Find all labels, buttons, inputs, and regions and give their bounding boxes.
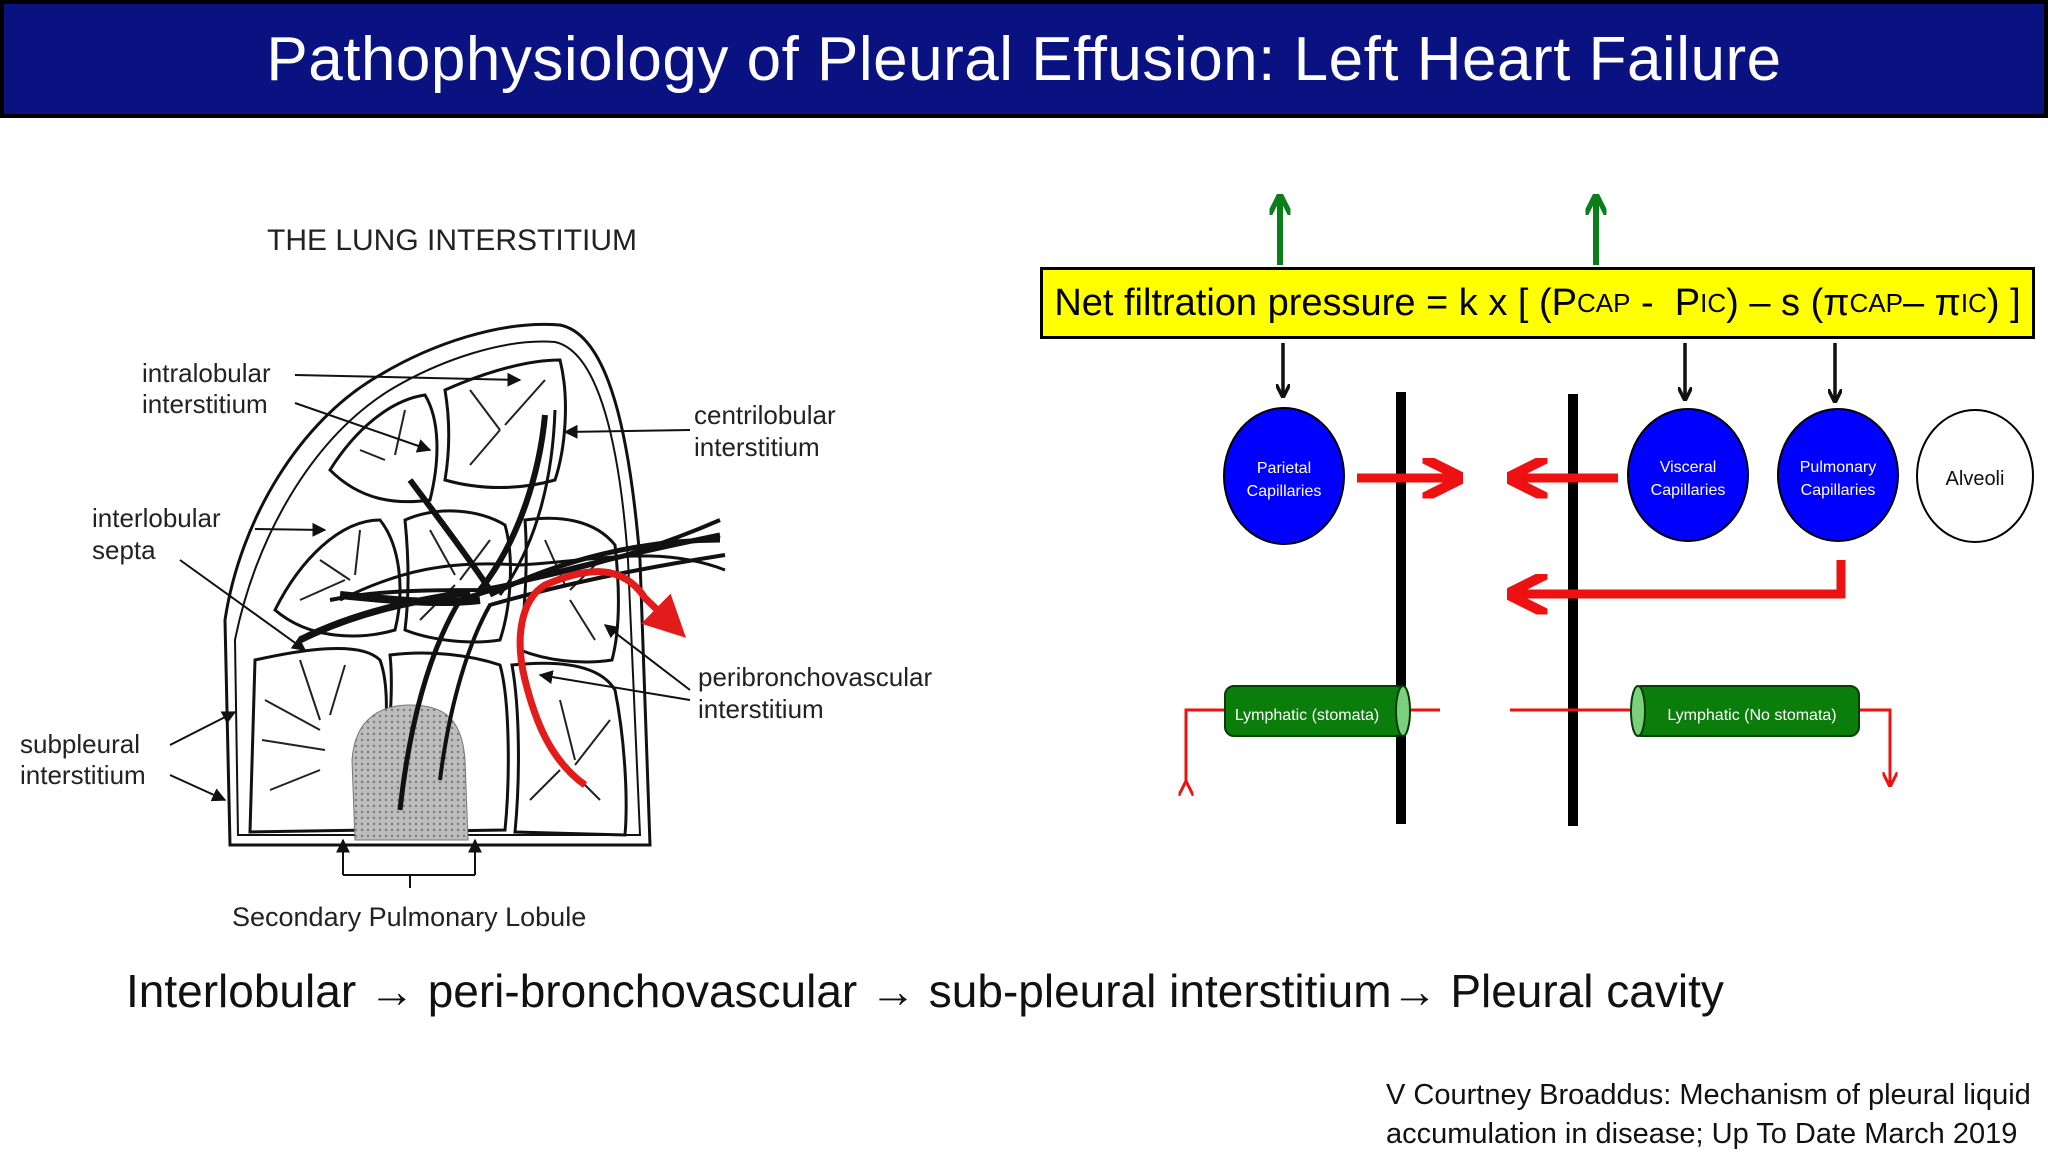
svg-text:interstitium: interstitium xyxy=(142,389,268,419)
label-subpleural: subpleural interstitium xyxy=(20,729,146,790)
svg-text:Lymphatic (No stomata): Lymphatic (No stomata) xyxy=(1667,707,1836,724)
formula-mid-2: ) – s (π xyxy=(1726,281,1850,324)
label-interlobular: interlobular septa xyxy=(92,503,221,565)
parietal-pleura-line xyxy=(1396,392,1406,824)
svg-text:Visceral: Visceral xyxy=(1660,459,1717,476)
svg-text:Capillaries: Capillaries xyxy=(1801,482,1876,499)
starling-diagram: Parietal Capillaries Visceral Capillarie… xyxy=(1020,180,2034,826)
svg-text:intralobular: intralobular xyxy=(142,358,271,388)
formula-mid-1: - P xyxy=(1630,281,1701,324)
citation: V Courtney Broaddus: Mechanism of pleura… xyxy=(1386,1076,2031,1154)
lymphatic-no-stomata: Lymphatic (No stomata) xyxy=(1510,685,1890,784)
pulmonary-capillaries: Pulmonary Capillaries xyxy=(1777,408,1899,542)
lung-figure-heading: THE LUNG INTERSTITIUM xyxy=(267,224,637,257)
formula-tail: ) ] xyxy=(1986,281,2021,324)
svg-text:septa: septa xyxy=(92,535,156,565)
formula-sub-2: IC xyxy=(1700,287,1727,318)
svg-text:Alveoli: Alveoli xyxy=(1946,468,2005,490)
slide-title: Pathophysiology of Pleural Effusion: Lef… xyxy=(266,24,1782,94)
drainage-path xyxy=(516,568,687,788)
label-centrilobular: centrilobular interstitium xyxy=(694,400,836,462)
svg-text:interstitium: interstitium xyxy=(694,432,820,462)
svg-text:Lymphatic (stomata): Lymphatic (stomata) xyxy=(1235,707,1379,724)
formula-lead: Net filtration pressure = k x [ (P xyxy=(1054,281,1577,324)
svg-text:Parietal: Parietal xyxy=(1257,460,1311,477)
formula-mid-3: – π xyxy=(1902,281,1961,324)
svg-text:Capillaries: Capillaries xyxy=(1247,483,1322,500)
citation-line-1: V Courtney Broaddus: Mechanism of pleura… xyxy=(1386,1079,2031,1111)
svg-text:peribronchovascular: peribronchovascular xyxy=(698,662,932,692)
pathway-statement: Interlobular → peri-bronchovascular → su… xyxy=(126,965,1724,1017)
lung-interstitium-figure: THE LUNG INTERSTITIUM xyxy=(20,224,932,932)
visceral-pleura-line xyxy=(1568,394,1578,826)
svg-text:centrilobular: centrilobular xyxy=(694,400,836,430)
svg-text:interlobular: interlobular xyxy=(92,503,221,533)
lymphatic-stomata: Lymphatic (stomata) xyxy=(1186,685,1440,784)
parietal-capillaries: Parietal Capillaries xyxy=(1223,407,1345,545)
svg-text:Capillaries: Capillaries xyxy=(1651,482,1726,499)
label-intralobular: intralobular interstitium xyxy=(142,358,271,419)
svg-text:subpleural: subpleural xyxy=(20,729,140,759)
svg-text:interstitium: interstitium xyxy=(20,760,146,790)
formula-sub-1: CAP xyxy=(1577,287,1631,318)
flow-arrows xyxy=(1357,478,1846,594)
svg-text:Pulmonary: Pulmonary xyxy=(1800,459,1876,476)
formula-sub-3: CAP xyxy=(1849,287,1903,318)
alveoli: Alveoli xyxy=(1916,409,2034,543)
down-arrows xyxy=(1283,343,1835,400)
svg-text:interstitium: interstitium xyxy=(698,694,824,724)
shaded-lobule xyxy=(351,704,469,841)
lobule-bracket xyxy=(336,838,482,888)
visceral-capillaries: Visceral Capillaries xyxy=(1627,408,1749,542)
formula-sub-4: IC xyxy=(1960,287,1987,318)
title-bar: Pathophysiology of Pleural Effusion: Lef… xyxy=(0,0,2048,118)
bronchovascular-bundle xyxy=(298,409,726,811)
lung-figure-caption: Secondary Pulmonary Lobule xyxy=(232,902,586,932)
label-peribronchovascular: peribronchovascular interstitium xyxy=(698,662,932,724)
citation-line-2: accumulation in disease; Up To Date Marc… xyxy=(1386,1118,2018,1150)
